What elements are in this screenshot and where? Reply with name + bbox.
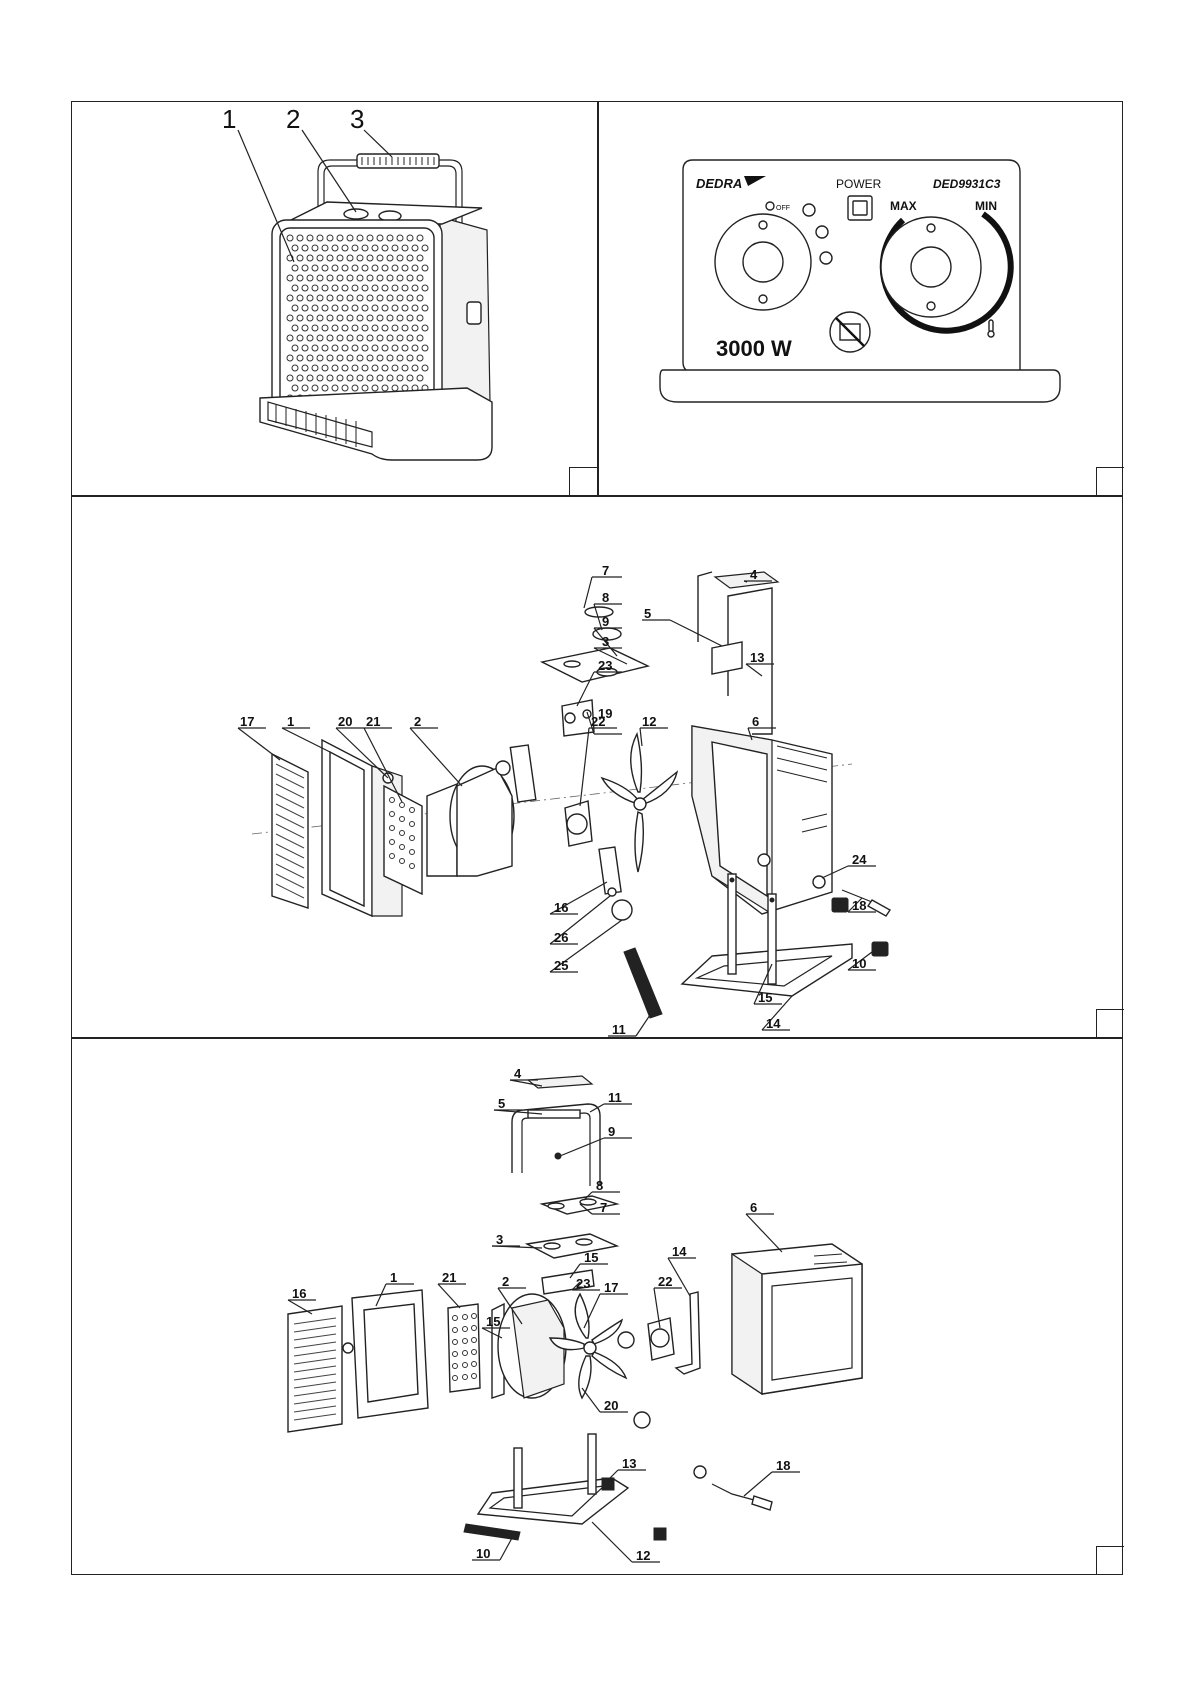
callout-1: 1 — [222, 104, 236, 134]
thermostat-knob — [881, 217, 981, 317]
fan-icon — [803, 204, 815, 216]
callout-5: 5 — [498, 1096, 505, 1111]
callout-15: 15 — [486, 1314, 500, 1329]
callout-21: 21 — [366, 714, 380, 729]
panel-4-corner-box — [1096, 1546, 1124, 1574]
callout-4: 4 — [514, 1066, 522, 1081]
callout-11: 11 — [608, 1090, 622, 1105]
callout-20: 20 — [604, 1398, 618, 1413]
callout-4: 4 — [750, 567, 758, 582]
exploded-view-b-drawing: 4 5 11 9 8 7 3 15 23 17 22 14 6 1 21 2 1… — [72, 1038, 1124, 1574]
thermometer-icon — [988, 320, 994, 337]
callout-22: 22 — [591, 714, 605, 729]
panel-heater-view: 1 2 3 — [72, 102, 597, 495]
callout-11: 11 — [612, 1022, 626, 1037]
callout-1: 1 — [287, 714, 294, 729]
callout-10: 10 — [476, 1546, 490, 1561]
panel-1-corner-box — [569, 467, 597, 495]
callout-8: 8 — [596, 1178, 603, 1193]
min-label: MIN — [975, 199, 997, 213]
callout-21: 21 — [442, 1270, 456, 1285]
panel-exploded-view-a: 7 8 9 3 23 19 22 12 4 5 13 6 17 1 20 21 … — [72, 496, 1124, 1037]
callout-2: 2 — [414, 714, 421, 729]
callout-18: 18 — [852, 898, 866, 913]
power-label: POWER — [836, 177, 882, 191]
callout-3: 3 — [496, 1232, 503, 1247]
callout-24: 24 — [852, 852, 867, 867]
callout-13: 13 — [750, 650, 764, 665]
panel-3-corner-box — [1096, 1009, 1124, 1037]
callout-22: 22 — [658, 1274, 672, 1289]
panel-exploded-view-b: 4 5 11 9 8 7 3 15 23 17 22 14 6 1 21 2 1… — [72, 1038, 1124, 1574]
callout-9: 9 — [602, 614, 609, 629]
callout-16: 16 — [554, 900, 568, 915]
wattage-label: 3000 W — [716, 336, 792, 361]
diagram-sheet: 1 2 3 DEDRA POWER DED9931C3 OFF — [71, 101, 1123, 1575]
callout-3: 3 — [602, 634, 609, 649]
callout-14: 14 — [766, 1016, 781, 1031]
callout-2: 2 — [502, 1274, 509, 1289]
callout-20: 20 — [338, 714, 352, 729]
panel-2-corner-box — [1096, 467, 1124, 495]
callout-10: 10 — [852, 956, 866, 971]
callout-23: 23 — [576, 1276, 590, 1291]
callout-15-top: 15 — [584, 1250, 598, 1265]
callout-12: 12 — [636, 1548, 650, 1563]
heat-low-icon — [816, 226, 828, 238]
model-label: DED9931C3 — [933, 177, 1001, 191]
panel-control-panel: DEDRA POWER DED9931C3 OFF MAX MIN — [598, 102, 1124, 495]
callout-1: 1 — [390, 1270, 397, 1285]
no-cover-warning-icon — [830, 312, 870, 352]
callout-23: 23 — [598, 658, 612, 673]
callout-15: 15 — [758, 990, 772, 1005]
callout-8: 8 — [602, 590, 609, 605]
callout-17: 17 — [240, 714, 254, 729]
off-label: OFF — [776, 205, 790, 212]
callout-12: 12 — [642, 714, 656, 729]
mode-selector-knob — [715, 214, 811, 310]
callout-17: 17 — [604, 1280, 618, 1295]
callout-16: 16 — [292, 1286, 306, 1301]
callout-3: 3 — [350, 104, 364, 134]
heater-perspective-drawing: 1 2 3 — [72, 102, 597, 495]
heat-high-icon — [820, 252, 832, 264]
callout-6: 6 — [752, 714, 759, 729]
callout-5: 5 — [644, 606, 651, 621]
callout-2: 2 — [286, 104, 300, 134]
callout-18: 18 — [776, 1458, 790, 1473]
callout-13: 13 — [622, 1456, 636, 1471]
control-panel-drawing: DEDRA POWER DED9931C3 OFF MAX MIN — [598, 102, 1124, 495]
max-label: MAX — [890, 199, 917, 213]
callout-9: 9 — [608, 1124, 615, 1139]
callout-7: 7 — [600, 1200, 607, 1215]
callout-6: 6 — [750, 1200, 757, 1215]
brand-logo-text: DEDRA — [696, 176, 742, 191]
callout-7: 7 — [602, 563, 609, 578]
callout-14: 14 — [672, 1244, 687, 1259]
callout-25: 25 — [554, 958, 568, 973]
exploded-view-a-drawing: 7 8 9 3 23 19 22 12 4 5 13 6 17 1 20 21 … — [72, 496, 1124, 1037]
callout-26: 26 — [554, 930, 568, 945]
